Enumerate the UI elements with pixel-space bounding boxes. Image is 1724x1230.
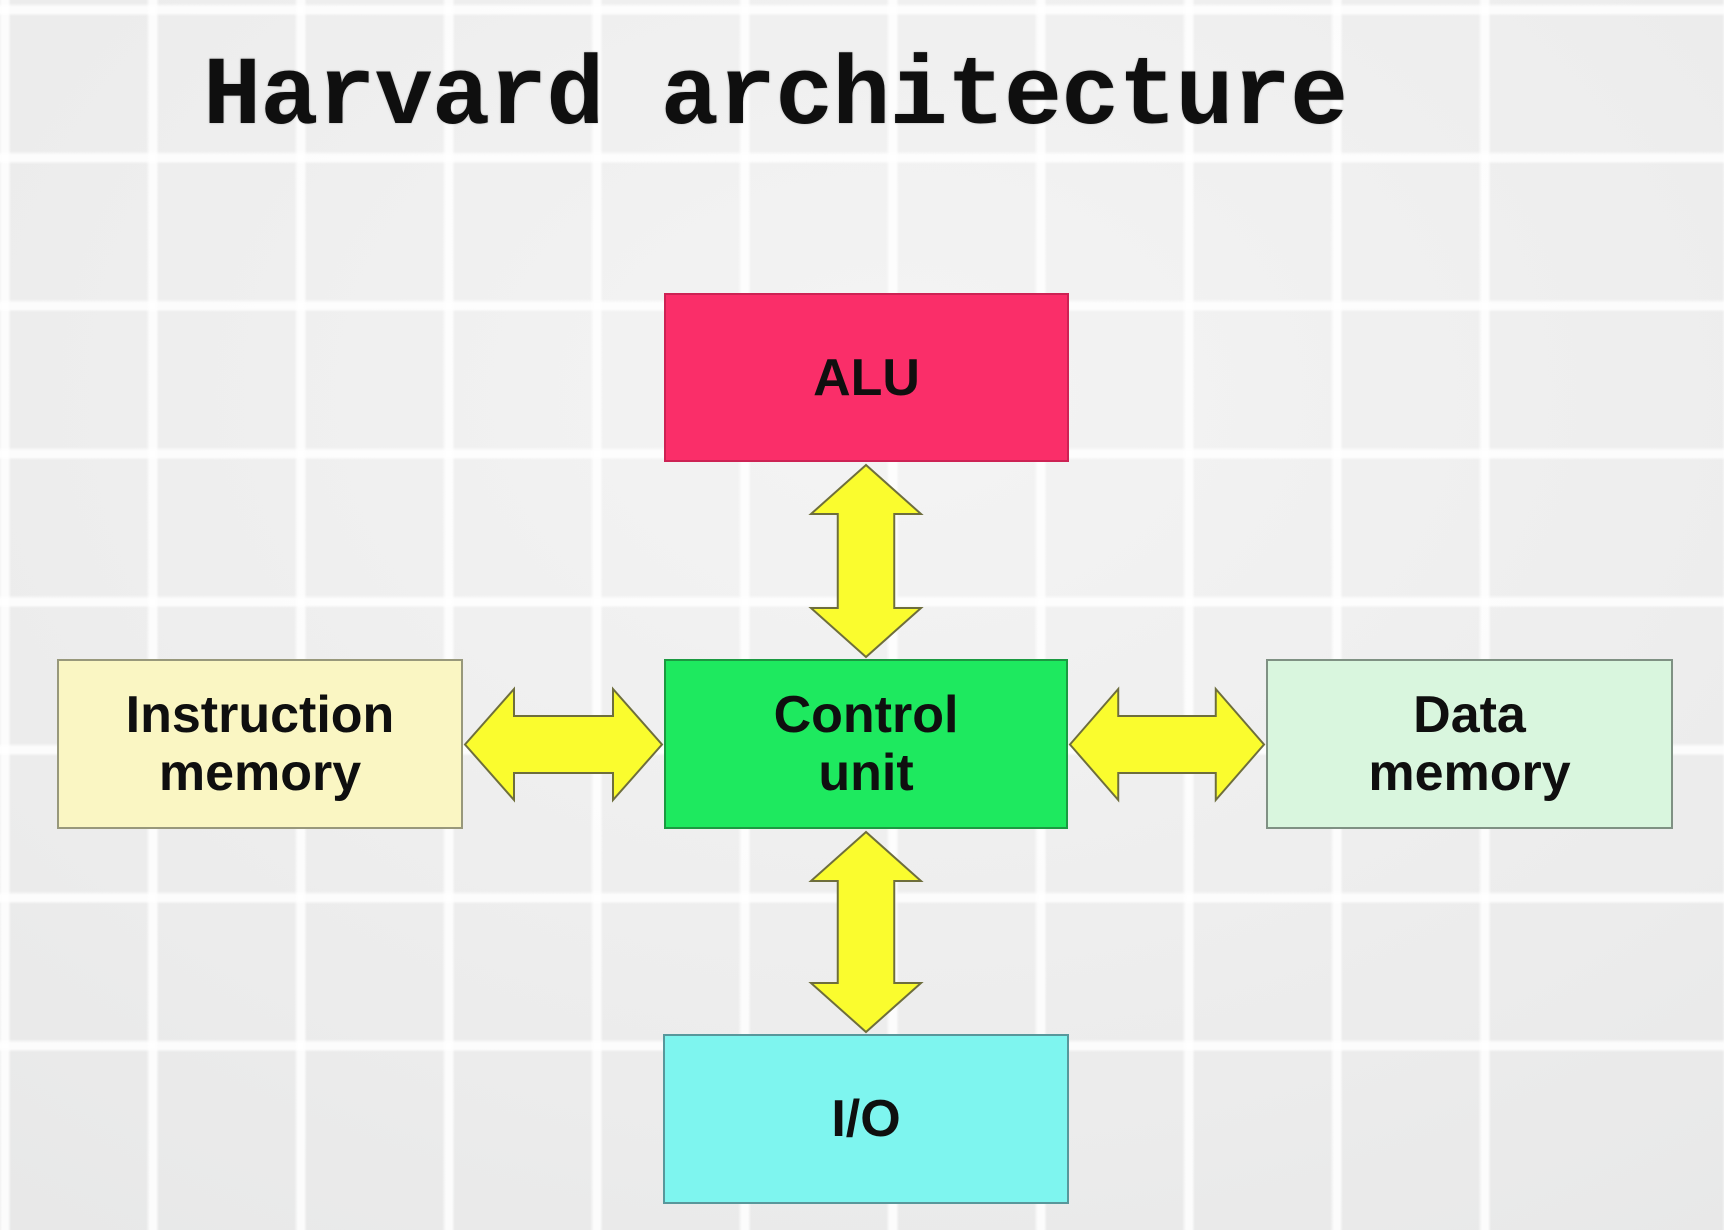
node-io-label: I/O bbox=[831, 1090, 901, 1148]
node-alu: ALU bbox=[664, 293, 1069, 462]
node-instruction-memory: Instruction memory bbox=[57, 659, 463, 829]
page-title: Harvard architecture bbox=[203, 43, 1348, 153]
node-control-unit: Control unit bbox=[664, 659, 1068, 829]
double-arrow-icon-control-instruction-memory bbox=[463, 686, 664, 803]
node-data-memory-label-line2: memory bbox=[1368, 744, 1571, 802]
node-alu-label: ALU bbox=[813, 348, 920, 407]
node-instruction-memory-label-line2: memory bbox=[158, 744, 362, 802]
node-data-memory: Data memory bbox=[1266, 659, 1673, 829]
double-arrow-icon-control-alu bbox=[808, 463, 924, 659]
node-control-unit-label-line1: Control bbox=[773, 686, 959, 744]
double-arrow-icon-control-data-memory bbox=[1068, 686, 1266, 803]
node-data-memory-label-line1: Data bbox=[1413, 686, 1526, 744]
node-instruction-memory-label-line1: Instruction bbox=[125, 686, 395, 744]
node-control-unit-label-line2: unit bbox=[818, 744, 914, 802]
node-io: I/O bbox=[663, 1034, 1069, 1204]
double-arrow-icon-control-io bbox=[808, 830, 924, 1034]
